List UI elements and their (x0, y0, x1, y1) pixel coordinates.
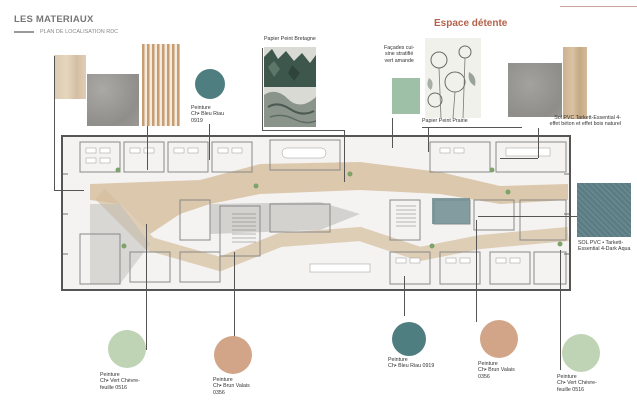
leader-vert-right (560, 250, 561, 370)
sol-dark-aqua-label: SOL PVC • Tarkett- Essential 4-Dark Aqua (578, 240, 631, 253)
wood-slats-swatch (142, 44, 180, 126)
paint-brun-valais-right-swatch (480, 320, 518, 358)
sol-dark-aqua-swatch (577, 183, 631, 237)
paint-brun-valais-left-swatch (214, 336, 252, 374)
leader-wood-top-h (54, 190, 84, 191)
paint-brun-valais-right-label: Peinture Ch• Brun Valais 0356 (478, 361, 515, 380)
facades-vert-amande-swatch (392, 78, 420, 114)
floor-plan-drawing (61, 135, 571, 291)
leader-aqua-h (478, 216, 577, 217)
sol-beton-swatch (508, 63, 562, 117)
leader-brun-left (234, 252, 235, 338)
page-title: LES MATERIAUX (14, 14, 94, 25)
wallpaper-prairie-label: Papier Peint Prairie (422, 118, 468, 124)
leader-facades (392, 118, 393, 148)
leader-prairie-h (422, 127, 522, 128)
page-subtitle: PLAN DE LOCALISATION RDC (40, 29, 119, 35)
paint-bleu-riau-swatch (195, 69, 225, 99)
leader-bleu-bottom (404, 276, 405, 316)
bretagne-pattern-icon (264, 47, 316, 127)
section-espace-detente: Espace détente (434, 18, 508, 29)
concrete-sample-swatch (87, 74, 139, 126)
leader-bretagne-h (262, 130, 344, 131)
leader-bretagne (262, 48, 263, 130)
wallpaper-bretagne-label: Papier Peint Bretagne (264, 36, 316, 42)
paint-vert-chevrefeuille-right-swatch (562, 334, 600, 372)
prairie-pattern-icon (425, 38, 481, 118)
leader-bretagne-down (344, 130, 345, 182)
paint-brun-valais-left-label: Peinture Ch• Brun Valais 0356 (213, 377, 250, 396)
title-underline (14, 31, 34, 33)
leader-bleu-top (209, 124, 210, 160)
leader-prairie (428, 128, 429, 152)
paint-vert-chevrefeuille-left-label: Peinture Ch• Vert Chèvre- feuille 0516 (100, 372, 140, 391)
wood-sample-swatch (54, 55, 86, 99)
sol-pvc-top-label: Sol PVC Tarkett-Essential 4- effet béton… (549, 115, 621, 128)
leader-slats (147, 126, 148, 170)
paint-bleu-riau-bottom-swatch (392, 322, 426, 356)
paint-vert-chevrefeuille-right-label: Peinture Ch• Vert Chèvre- feuille 0516 (557, 374, 597, 393)
paint-bleu-riau-label: Peinture Ch• Bleu Riau 0919 (191, 105, 225, 124)
paint-bleu-riau-bottom-label: Peinture Ch• Bleu Riau 0919 (388, 357, 435, 370)
floor-plan (60, 134, 572, 292)
leader-vert-left (146, 224, 147, 350)
wallpaper-prairie-image (425, 38, 481, 118)
wallpaper-bretagne-image (264, 47, 316, 127)
leader-sol-top (538, 128, 539, 158)
top-rule (560, 6, 637, 7)
paint-vert-chevrefeuille-left-swatch (108, 330, 146, 368)
sol-bois-swatch (563, 47, 587, 119)
leader-brun-right (476, 220, 477, 322)
leader-sol-top-h (500, 158, 538, 159)
facades-cuisine-label: Façades cui- sine stratifié vert amande (384, 45, 415, 64)
leader-wood-top (54, 56, 55, 190)
